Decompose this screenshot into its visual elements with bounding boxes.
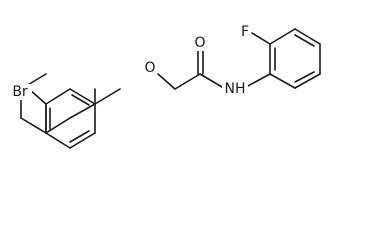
c-n-bond: [199, 73, 223, 88]
o-ch2-bond: [157, 73, 176, 90]
ring-o-bond: [94, 88, 121, 105]
fluorophenyl-ring: [269, 28, 321, 89]
c-br-bond: [29, 89, 47, 105]
structure-diagram: Br O O NH F: [12, 24, 321, 149]
atom-nh: NH: [225, 81, 246, 97]
c-f-bond: [251, 32, 271, 45]
atom-br: Br: [12, 84, 28, 100]
atom-f: F: [241, 24, 249, 40]
atom-o-carbonyl: O: [194, 35, 205, 51]
n-ring-bond: [245, 73, 271, 88]
atom-o-ether: O: [144, 60, 155, 76]
bromophenyl-ring: [20, 73, 96, 149]
ch2-c-bond: [174, 73, 201, 90]
